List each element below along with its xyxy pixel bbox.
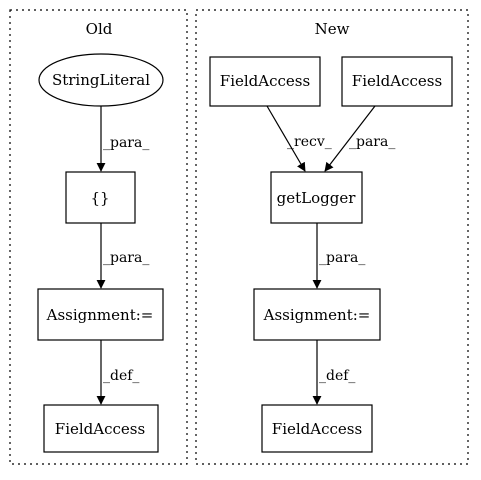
- node-new-field-access-bottom: FieldAccess: [261, 404, 373, 453]
- node-label: FieldAccess: [272, 420, 362, 438]
- edge-new-assignment-to-field: _def_: [312, 340, 355, 405]
- edge-label: _para_: [349, 134, 395, 150]
- cluster-new: New: [195, 9, 469, 465]
- node-label: Assignment:=: [46, 306, 154, 324]
- node-label: {}: [90, 189, 109, 207]
- edge-old-assignment-to-field: _def_: [96, 340, 139, 405]
- node-old-string-literal: StringLiteral: [38, 53, 164, 107]
- node-label: getLogger: [277, 189, 357, 207]
- node-old-assignment: Assignment:=: [37, 288, 164, 341]
- node-new-assignment: Assignment:=: [253, 288, 381, 341]
- edge-label: _recv_: [287, 134, 332, 150]
- node-shape: [209, 56, 321, 107]
- edge-line: [266, 105, 306, 172]
- edge-label: _para_: [103, 250, 149, 266]
- node-new-field-access-right: FieldAccess: [341, 56, 453, 107]
- edge-line: [324, 105, 376, 172]
- node-shape: [37, 288, 164, 341]
- node-label: Assignment:=: [263, 306, 371, 324]
- node-label: FieldAccess: [220, 72, 310, 90]
- node-new-get-logger: getLogger: [270, 171, 363, 224]
- edge-label: _def_: [319, 368, 355, 384]
- cluster-old: Old: [9, 9, 188, 465]
- edge-label: _def_: [103, 368, 139, 384]
- cluster-new-border: [195, 9, 469, 465]
- node-label: FieldAccess: [55, 420, 145, 438]
- cluster-old-border: [9, 9, 188, 465]
- edge-old-braces-to-assignment: _para_: [96, 223, 149, 289]
- node-shape: [253, 288, 381, 341]
- node-old-braces: {}: [65, 171, 136, 224]
- node-old-field-access: FieldAccess: [43, 404, 159, 453]
- cluster-old-title: Old: [86, 20, 113, 38]
- node-new-field-access-left: FieldAccess: [209, 56, 321, 107]
- cluster-new-title: New: [315, 20, 350, 38]
- edge-label: _para_: [103, 135, 149, 151]
- node-shape: [261, 404, 373, 453]
- node-shape: [270, 171, 363, 224]
- node-shape: [65, 171, 136, 224]
- edge-old-literal-to-braces: _para_: [96, 106, 149, 172]
- edge-new-left-to-getlogger: _recv_: [266, 105, 332, 172]
- edge-new-right-to-getlogger: _para_: [324, 105, 395, 172]
- node-label: FieldAccess: [352, 72, 442, 90]
- edge-label: _para_: [319, 250, 365, 266]
- node-shape: [43, 404, 159, 453]
- edge-new-getlogger-to-assignment: _para_: [312, 223, 365, 289]
- node-shape: [341, 56, 453, 107]
- node-label: StringLiteral: [52, 71, 150, 89]
